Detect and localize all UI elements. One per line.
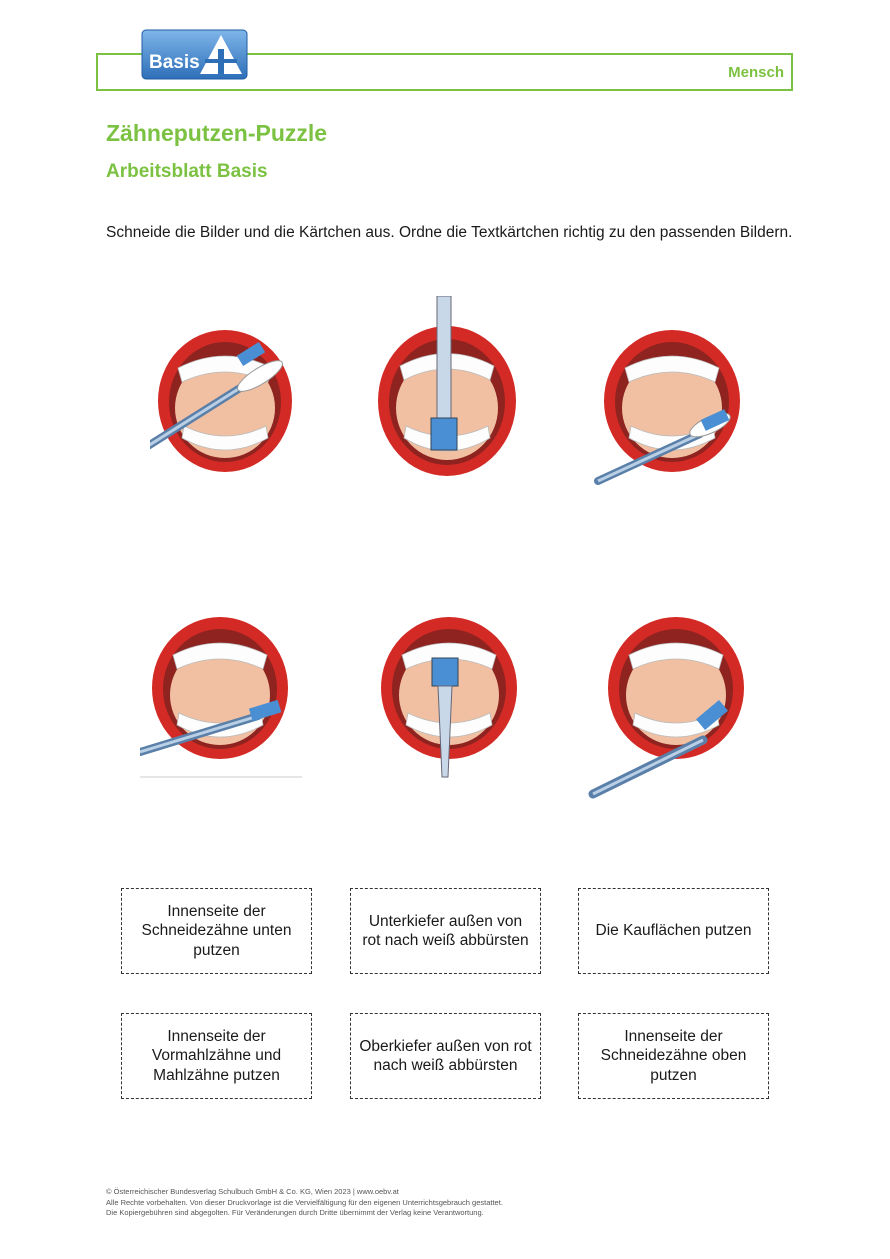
category-label: Mensch xyxy=(728,64,784,81)
basis-logo: Basis xyxy=(141,29,248,80)
footer-rights: Alle Rechte vorbehalten. Von dieser Druc… xyxy=(106,1197,503,1207)
mouth-image-1 xyxy=(150,330,292,472)
mouth-image-3 xyxy=(594,330,740,485)
card-3-text: Die Kauflächen putzen xyxy=(595,922,752,940)
card-1[interactable]: Innenseite der Schneidezähne unten putze… xyxy=(121,888,312,974)
svg-text:Basis: Basis xyxy=(149,52,200,73)
page-title: Zähneputzen-Puzzle xyxy=(106,120,328,146)
mouth-image-4 xyxy=(140,617,302,778)
card-1-text: Innenseite der Schneidezähne unten putze… xyxy=(141,902,292,959)
card-3[interactable]: Die Kauflächen putzen xyxy=(578,888,769,974)
footer-disclaimer: Die Kopiergebühren sind abgegolten. Für … xyxy=(106,1208,484,1217)
card-6-text: Innenseite der Schneidezähne oben putzen xyxy=(600,1027,747,1084)
mouth-image-6 xyxy=(588,617,744,799)
card-4[interactable]: Innenseite der Vormahlzähne und Mahlzähn… xyxy=(121,1013,312,1099)
instruction-text: Schneide die Bilder und die Kärtchen aus… xyxy=(106,224,793,241)
mouth-image-5 xyxy=(381,617,517,778)
mouth-image-2 xyxy=(378,296,516,476)
card-2[interactable]: Unterkiefer außen von rot nach weiß abbü… xyxy=(350,888,541,974)
footer: © Österreichischer Bundesverlag Schulbuc… xyxy=(106,1187,503,1219)
footer-copyright: © Österreichischer Bundesverlag Schulbuc… xyxy=(106,1187,399,1196)
card-4-text: Innenseite der Vormahlzähne und Mahlzähn… xyxy=(151,1027,282,1084)
page-subtitle: Arbeitsblatt Basis xyxy=(106,161,268,182)
header-frame xyxy=(96,53,793,91)
card-5-text: Oberkiefer außen von rot nach weiß abbür… xyxy=(359,1037,532,1075)
card-5[interactable]: Oberkiefer außen von rot nach weiß abbür… xyxy=(350,1013,541,1099)
card-2-text: Unterkiefer außen von rot nach weiß abbü… xyxy=(362,912,529,950)
card-6[interactable]: Innenseite der Schneidezähne oben putzen xyxy=(578,1013,769,1099)
